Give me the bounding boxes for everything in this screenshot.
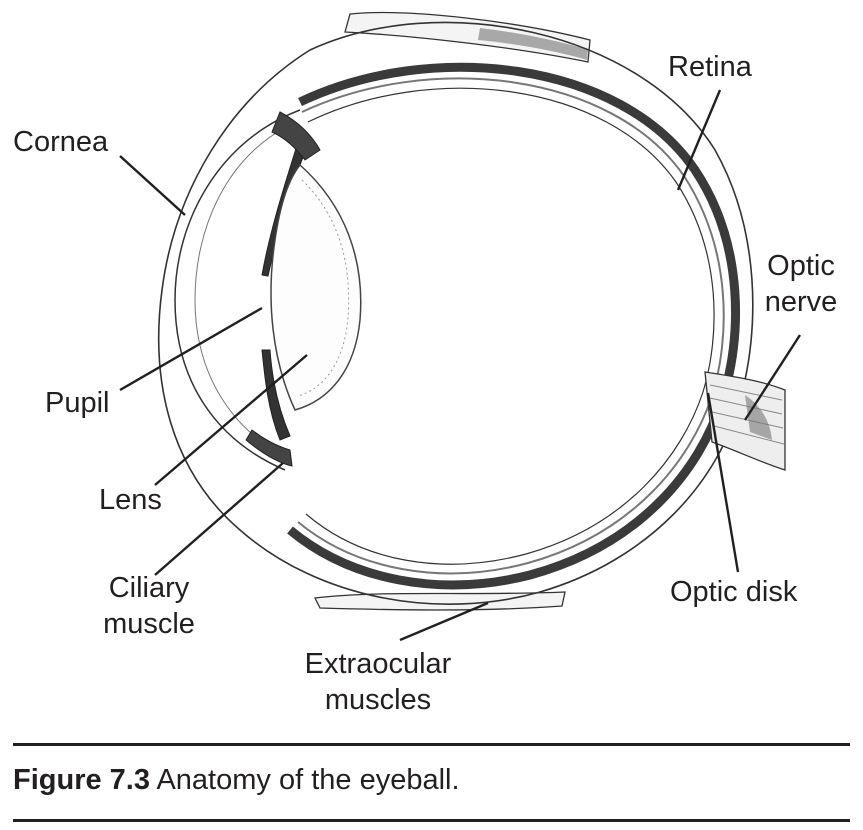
leader-line-cornea (119, 155, 186, 216)
lens-capsule (297, 179, 350, 397)
label-ciliary-muscle: Ciliary muscle (93, 570, 205, 642)
label-pupil: Pupil (45, 387, 110, 419)
optic-nerve-fibers (709, 384, 785, 445)
leader-line-lens (154, 354, 308, 486)
cornea-shape (174, 109, 301, 471)
lens-shape (270, 163, 362, 411)
label-optic-nerve-line-1: Optic (767, 250, 835, 282)
leader-line-optic-nerve (743, 334, 802, 421)
leader-line-pupil (119, 306, 263, 392)
figure-number: Figure 7.3 (13, 764, 150, 796)
label-extraocular-muscles-line-1: Extraocular (304, 648, 452, 680)
label-ciliary-muscle-line-2: muscle (103, 608, 195, 640)
label-extraocular-muscles-line-2: muscles (324, 684, 432, 716)
caption-bottom-rule (13, 819, 850, 822)
label-cornea: Cornea (13, 126, 109, 158)
label-optic-nerve: Optic nerve (760, 248, 842, 320)
label-retina: Retina (668, 51, 752, 83)
ciliary-body-top (271, 111, 321, 161)
leader-line-retina (676, 89, 722, 191)
label-ciliary-muscle-line-1: Ciliary (108, 572, 190, 604)
inner-chamber (305, 87, 715, 565)
figure-caption: Figure 7.3 Anatomy of the eyeball. (13, 760, 460, 800)
eyeball-diagram (119, 11, 802, 642)
optic-nerve-sheath (745, 395, 772, 440)
extraocular-muscle-top-shade (478, 28, 588, 60)
label-optic-nerve-line-2: nerve (764, 286, 838, 318)
label-extraocular-muscles: Extraocular muscles (295, 646, 461, 718)
cornea-inner (194, 124, 291, 456)
label-optic-disk: Optic disk (670, 576, 798, 608)
leader-line-optic-disk (706, 392, 740, 573)
sclera-outer (157, 21, 754, 605)
figure-caption-text: Anatomy of the eyeball. (150, 764, 460, 796)
iris-lower (261, 349, 291, 441)
caption-top-rule (13, 743, 850, 746)
label-lens: Lens (99, 484, 162, 516)
leader-line-extraocular-muscles (399, 601, 489, 642)
leader-line-ciliary-muscle (154, 462, 284, 576)
ciliary-body-bottom (245, 429, 293, 467)
